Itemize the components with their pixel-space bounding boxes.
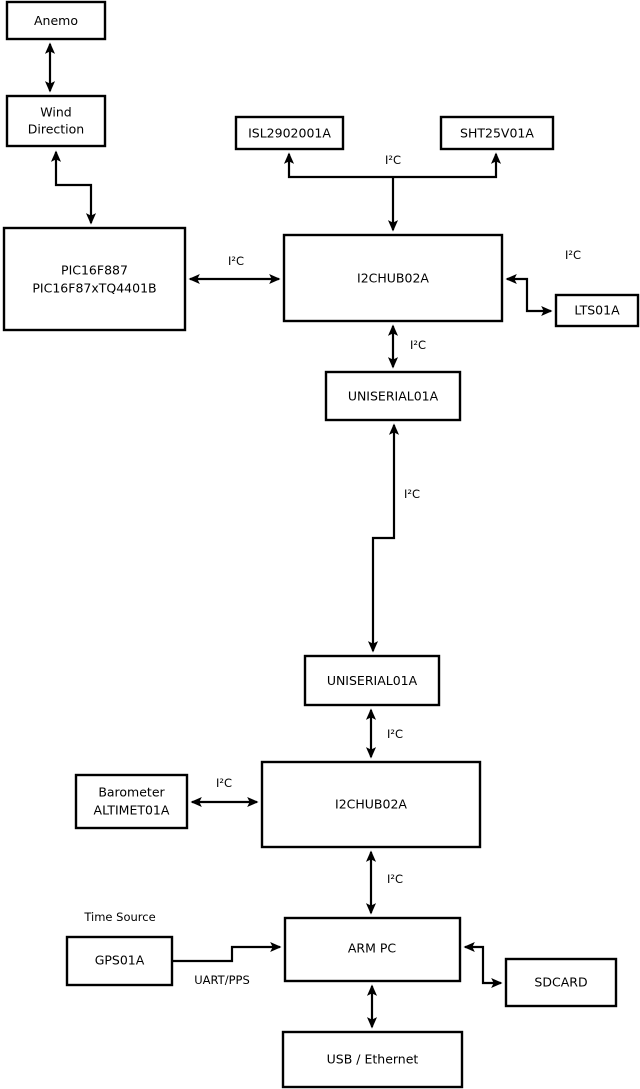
wind-direction-box[interactable] [5,94,107,148]
anemo-box[interactable] [5,0,107,41]
node-lts01a[interactable]: LTS01A [554,293,640,328]
edge-label-gps01a-arm-pc: UART/PPS [194,973,250,987]
wind-direction-label-line2: Direction [28,122,84,137]
pic-label-line1: PIC16F887 [61,263,128,278]
sdcard-label: SDCARD [534,975,587,990]
barometer-box[interactable] [74,773,189,830]
edge-gps01a-arm-pc [172,941,282,963]
node-sht25v01a[interactable]: SHT25V01A [439,115,555,151]
edge-arm-pc-sdcard [463,941,503,989]
usb-ethernet-box[interactable] [281,1030,464,1089]
node-gps01a[interactable]: GPS01A [65,935,174,987]
edge-hub-top-lts01a [505,273,553,317]
pic-label-line2: PIC16F87xTQ4401B [32,281,156,296]
hub-bottom-box[interactable] [260,760,482,849]
edge-label-hub-top-sensors: I²C [385,153,401,167]
isl2902001a-box[interactable] [234,115,345,151]
pic-box[interactable] [2,226,187,332]
arm-pc-box[interactable] [283,916,462,983]
sht25v01a-label: SHT25V01A [460,126,534,141]
uniserial-bottom-box[interactable] [303,654,441,707]
node-usb-ethernet[interactable]: USB / Ethernet [281,1030,464,1089]
lts01a-box[interactable] [554,293,640,328]
edge-label-hub-top-uniserial-top: I²C [410,338,426,352]
node-arm-pc[interactable]: ARM PC [283,916,462,983]
barometer-label-line2: ALTIMET01A [94,803,170,818]
wind-direction-label-line1: Wind [40,105,71,120]
node-uniserial-bottom[interactable]: UNISERIAL01A [303,654,441,707]
uniserial-bottom-label: UNISERIAL01A [327,673,418,688]
edge-label-uniserial-top-uniserial-bottom: I²C [404,487,420,501]
anemo-label: Anemo [34,13,78,28]
node-hub-top[interactable]: I2CHUB02A [282,233,504,323]
uniserial-top-box[interactable] [324,370,462,422]
node-wind-direction[interactable]: Wind Direction [5,94,107,148]
edge-wind-direction-pic [50,150,97,225]
node-anemo[interactable]: Anemo [5,0,107,41]
edge-label-uniserial-bottom-hub-bottom: I²C [387,727,403,741]
node-barometer[interactable]: Barometer ALTIMET01A [74,773,189,830]
node-sdcard[interactable]: SDCARD [504,957,618,1008]
sdcard-box[interactable] [504,957,618,1008]
edge-label-hub-top-lts01a: I²C [565,248,581,262]
edge-uniserial-top-uniserial-bottom [367,423,400,653]
edge-label-pic-hub-top: I²C [228,254,244,268]
hub-bottom-label: I2CHUB02A [335,797,407,812]
node-uniserial-top[interactable]: UNISERIAL01A [324,370,462,422]
usb-ethernet-label: USB / Ethernet [327,1052,419,1067]
arm-pc-label: ARM PC [348,941,397,956]
edge-label-barometer-hub-bottom: I²C [216,776,232,790]
uniserial-top-label: UNISERIAL01A [348,389,439,404]
lts01a-label: LTS01A [574,303,620,318]
sht25v01a-box[interactable] [439,115,555,151]
barometer-label-line1: Barometer [98,785,165,800]
gps01a-label: GPS01A [95,953,145,968]
node-isl2902001a[interactable]: ISL2902001A [234,115,345,151]
hub-top-box[interactable] [282,233,504,323]
node-pic[interactable]: PIC16F887 PIC16F87xTQ4401B [2,226,187,332]
time-source-label: Time Source [83,910,155,924]
node-hub-bottom[interactable]: I2CHUB02A [260,760,482,849]
edge-label-hub-bottom-arm-pc: I²C [387,872,403,886]
hub-top-label: I2CHUB02A [357,271,429,286]
isl2902001a-label: ISL2902001A [248,126,331,141]
